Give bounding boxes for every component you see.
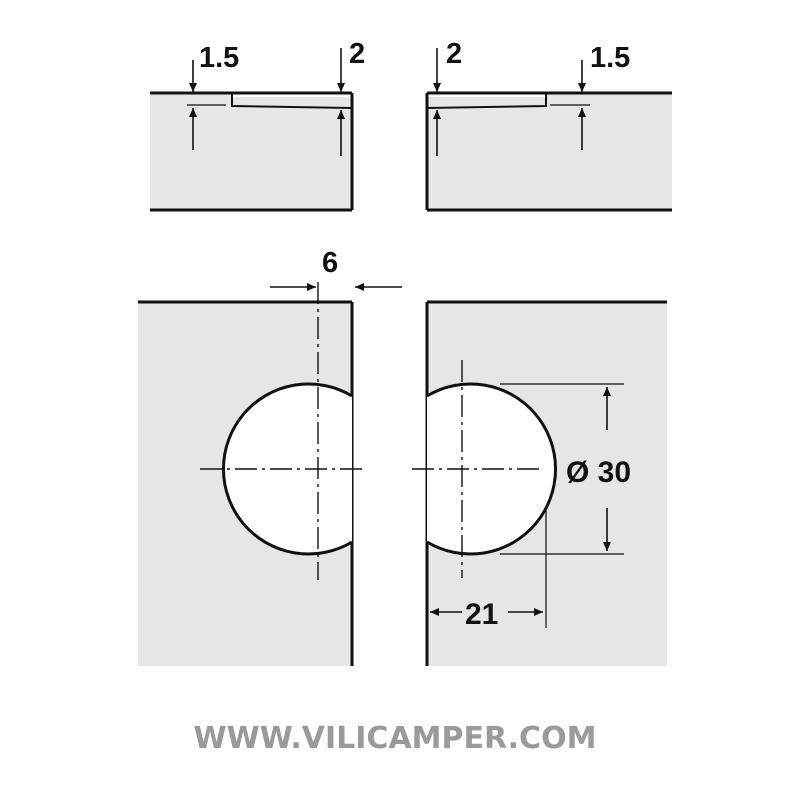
top-left-section: 1.5 2 bbox=[150, 38, 365, 212]
top-right-recess bbox=[426, 93, 547, 109]
bottom-right-section: Ø 30 21 bbox=[412, 300, 667, 666]
top-right-edge-label: 2 bbox=[446, 38, 462, 70]
top-left-depth-label: 1.5 bbox=[199, 42, 239, 74]
top-left-edge-label: 2 bbox=[349, 38, 365, 70]
bottom-left-section: 6 bbox=[138, 247, 402, 666]
top-right-panel bbox=[427, 93, 672, 210]
watermark: WWW.VILICAMPER.COM bbox=[194, 721, 597, 756]
top-left-recess bbox=[231, 93, 353, 109]
diameter-label: Ø 30 bbox=[566, 456, 631, 489]
top-right-section: 2 1.5 bbox=[425, 38, 672, 212]
top-left-panel bbox=[150, 93, 352, 210]
distance-label: 21 bbox=[465, 598, 498, 631]
offset-label: 6 bbox=[322, 247, 338, 279]
top-right-depth-label: 1.5 bbox=[590, 42, 630, 74]
